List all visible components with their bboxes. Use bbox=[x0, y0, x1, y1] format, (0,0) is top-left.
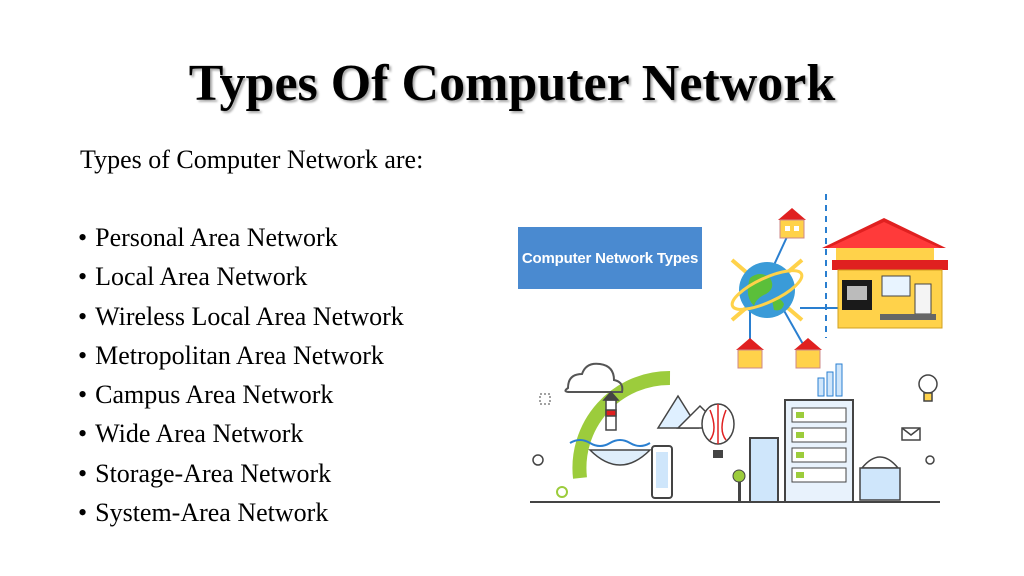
house-icon bbox=[778, 208, 806, 239]
list-item: Personal Area Network bbox=[78, 218, 404, 257]
lighthouse-icon bbox=[602, 390, 620, 431]
wave-lines bbox=[569, 439, 651, 447]
list-item: Campus Area Network bbox=[78, 375, 404, 414]
list-item: System-Area Network bbox=[78, 493, 404, 532]
dashed-square-icon bbox=[539, 393, 551, 405]
globe-icon bbox=[730, 258, 804, 322]
bar-chart-icon bbox=[817, 363, 843, 397]
house-icon bbox=[822, 218, 948, 329]
cloud-icon bbox=[564, 362, 624, 393]
network-illustration bbox=[530, 194, 948, 503]
house-icon bbox=[736, 338, 764, 369]
boat-icon bbox=[588, 449, 652, 466]
server-icon bbox=[784, 399, 854, 503]
slide-title: Types Of Computer Network bbox=[188, 55, 836, 112]
list-item: Metropolitan Area Network bbox=[78, 336, 404, 375]
list-item: Local Area Network bbox=[78, 257, 404, 296]
tree-icon bbox=[732, 469, 746, 502]
light-bulb-icon bbox=[918, 374, 938, 402]
small-circle-icon bbox=[925, 455, 935, 465]
network-types-label: Computer Network Types bbox=[518, 227, 702, 289]
balloon-icon bbox=[701, 403, 735, 458]
green-arc bbox=[572, 370, 671, 479]
small-circle-icon bbox=[532, 454, 544, 466]
building-icon bbox=[749, 437, 779, 503]
gear-icon bbox=[556, 486, 568, 498]
list-item: Storage-Area Network bbox=[78, 454, 404, 493]
intro-text: Types of Computer Network are: bbox=[80, 145, 424, 174]
mail-icon bbox=[901, 427, 921, 441]
list-item: Wide Area Network bbox=[78, 414, 404, 453]
network-types-list: Personal Area Network Local Area Network… bbox=[78, 218, 404, 532]
list-item: Wireless Local Area Network bbox=[78, 297, 404, 336]
house-icon bbox=[794, 338, 822, 369]
building-icon bbox=[859, 456, 901, 501]
